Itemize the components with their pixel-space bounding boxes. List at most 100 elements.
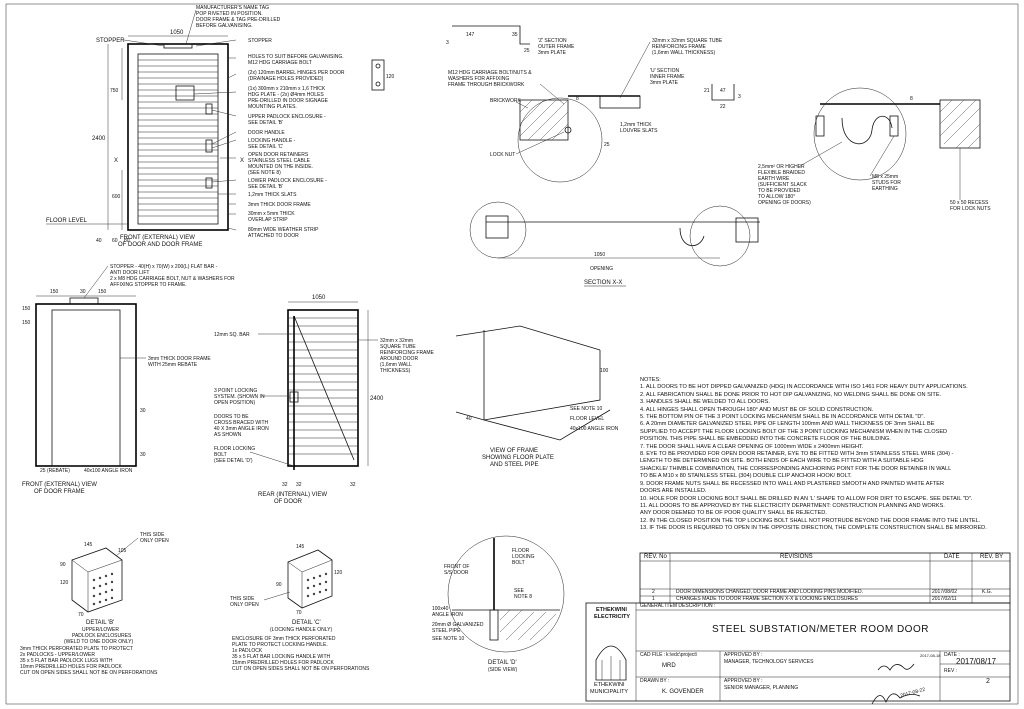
enclosure-c-top-1 (287, 561, 303, 573)
xx-callout-recess-2: FOR LOCK NUTS (950, 206, 991, 212)
brickwork-right-hatch (939, 99, 981, 149)
detail-d-label-front: FRONT OF (444, 564, 469, 570)
detail-d: FLOOR LOCKING BOLT FRONT OF S/S DOOR SEE… (432, 535, 565, 673)
rear-callout-bolt-1: FLOOR LOCKING (214, 446, 255, 452)
detail-c-dim-145: 145 (296, 544, 305, 550)
locking-system (289, 391, 299, 403)
dim-600-text: 600 (112, 194, 121, 200)
callout-retainers-3: MOUNTED ON THE INSIDE. (248, 164, 313, 170)
detail-b-note-3: 35 x 5 FLAT BAR PADLOCK LUGS WITH (20, 658, 113, 664)
opening-dim-text: 1050 (594, 252, 605, 258)
xx-callout-studs-3: EARTHING (872, 186, 898, 192)
rear-leader-3 (249, 451, 295, 467)
note-item: 10. HOLE FOR DOOR LOCKING BOLT SHALL BE … (640, 495, 973, 502)
dim-8-right: 8 (910, 96, 913, 102)
date-label: DATE : (944, 652, 960, 658)
z-title: 'Z' SECTION (538, 38, 567, 44)
frame-view-title-2: OF DOOR FRAME (34, 489, 85, 495)
front-view-door: 1050 2400 750 600 40 60 80 STOPPER FLOOR… (46, 9, 395, 248)
hinge-detail (371, 59, 385, 91)
general-notes: NOTES: 1. ALL DOORS TO BE HOT DIPPED GAL… (640, 377, 1010, 533)
drawn-by-label: DRAWN BY : (640, 678, 670, 684)
callout-weather-1: 80mm WIDE WEATHER STRIP (248, 227, 319, 233)
callout-holes-1: HOLES TO SUIT BEFORE GALVANISING. (248, 54, 344, 60)
notes-heading: NOTES: (640, 377, 661, 383)
rear-callout-brace-2: CROSS BRACED WITH (214, 420, 269, 426)
approved-1-stamp: 2017-08-18 (920, 653, 941, 658)
enclosure-c-perforations (306, 572, 328, 598)
drawing-title: STEEL SUBSTATION/METER ROOM DOOR (712, 624, 929, 635)
callout-hinges-1: (2x) 120mm BARREL HINGES PER DOOR (248, 70, 345, 76)
frame-label-2: WITH 25mm REBATE (148, 362, 198, 368)
enclosure-c-box (287, 549, 333, 609)
xx-callout-slats-1: 1,2mm THICK (620, 122, 652, 128)
detail-b-dim-120: 120 (60, 580, 69, 586)
callout-plate-1: (1x) 300mm x 210mm x 1,6 THICK (248, 86, 326, 92)
frame-callout-leader (83, 265, 109, 299)
note-item: TO BE A M10 x 80 STAINLESS STEEL (304) D… (640, 473, 852, 480)
detail-c-side-leader (263, 591, 291, 601)
detail-d-label-pipe-2: STEEL PIPE (432, 628, 461, 634)
xx-callout-bolt-1: M12 HDG CARRIAGE BOLT/NUTS & (448, 70, 532, 76)
note-item: DOORS ARE INSTALLED. (640, 488, 707, 495)
dim-80-text: 80 (124, 238, 130, 244)
detail-b-title: DETAIL 'B' (86, 620, 114, 626)
note-item: 5. THE BOTTOM PIN OF THE 3 POINT LOCKING… (640, 414, 925, 421)
floor-level-label: FLOOR LEVEL (46, 218, 88, 224)
frame-plate-label-2: FLOOR LEVEL (570, 416, 604, 422)
callout-lower-padlock-2: SEE DETAIL 'B' (248, 184, 283, 190)
detail-c-note-5: 15mm PREDRILLED HOLES FOR PADLOCK (232, 660, 335, 666)
note-item: 13. IF THE DOOR IS REQUIRED TO OPEN IN T… (640, 525, 987, 532)
note-item: SHACKLE/ THIMBLE COMBINATION, THE CORRES… (640, 465, 952, 472)
rev-row-1-date: 2017/02/11 (932, 596, 957, 602)
lower-padlock-enclosure (205, 177, 213, 189)
detail-circle-bottom-left (469, 201, 527, 259)
rev-row-2-date: 2017/08/02 (932, 589, 958, 595)
frame-dim-150b: 150 (98, 289, 107, 295)
front-view-callouts: MANUFACTURER'S NAME TAG POP RIVETED IN P… (196, 5, 345, 239)
rear-door-outline (287, 309, 359, 467)
z-dim-3: 3 (446, 40, 449, 46)
detail-c-note-1: ENCLOSURE OF 3mm THICK PERFORATED (232, 636, 336, 642)
detail-c-sub-1: (LOCKING HANDLE ONLY) (270, 627, 332, 633)
frame-inner (51, 309, 121, 467)
xx-callout-recess-1: 50 x 50 RECESS (950, 200, 989, 206)
tube-left (599, 95, 641, 109)
xx-callout-brick: BRICKWORK (490, 98, 522, 104)
stopper-leader (123, 39, 165, 47)
rear-view-title-2: OF DOOR (274, 499, 303, 505)
u-dim-21: 21 (704, 88, 710, 94)
xx-callout-slats-2: LOUVRE SLATS (620, 128, 658, 134)
detail-b-note-1: 3mm THICK PERFORATED PLATE TO PROTECT (20, 646, 133, 652)
detail-c-note-2: PLATE TO PROTECT LOCKING HANDLE. (232, 642, 328, 648)
detail-c-note-4: 35 x 5 FLAT BAR LOCKING HANDLE WITH (232, 654, 331, 660)
detail-c-title: DETAIL 'C' (292, 620, 321, 626)
frame-plate-floor (455, 350, 601, 421)
xx-callout-earth-3: EARTH WIRE (758, 176, 790, 182)
detail-b-side-2: ONLY OPEN (140, 538, 169, 544)
brickwork-left (519, 99, 569, 141)
rear-callout-tube-2: SQUARE TUBE (380, 344, 416, 350)
callout-holes-2: M12 HDG CARRIAGE BOLT (248, 60, 312, 66)
rear-callout-tube-6: THICKNESS) (380, 368, 411, 374)
callout-upper-padlock-1: UPPER PADLOCK ENCLOSURE - (248, 114, 326, 120)
rear-view-door: 1050 2400 32 32 32 REAR (INTERNAL) VIEW … (214, 295, 435, 505)
note-item: 9. DOOR FRAME NUTS SHALL BE RECESSED INT… (640, 480, 945, 487)
frame-plate-label-3: 40x100 ANGLE IRON (570, 426, 619, 432)
cad-file-value: k:\edc\project\ (666, 652, 698, 658)
detail-d-floor-hatch (499, 609, 557, 641)
dim-height-text: 2400 (92, 136, 106, 142)
detail-d-label-door: S/S DOOR (444, 570, 469, 576)
detail-b-dim-145: 145 (84, 542, 93, 548)
approval-signature-1 (877, 663, 915, 671)
z-sub-2: 3mm PLATE (538, 50, 567, 56)
municipality-dome-logo (595, 645, 627, 681)
frame-plate-view: 40 100 SEE NOTE 10 FLOOR LEVEL 40x100 AN… (455, 325, 619, 468)
xx-callout-bolt-2: WASHERS FOR AFFIXING (448, 76, 509, 82)
note-item: 12. IN THE CLOSED POSITION THE TOP LOCKI… (640, 517, 981, 524)
general-item-label: GENERAL ITEM DESCRIPTION : (640, 603, 716, 609)
detail-c-note-6: CUT ON OPEN SIDES SHALL NOT BE ON PERFOR… (232, 666, 370, 672)
rear-callout-lock-2: SYSTEM. (SHOWN IN (214, 394, 265, 400)
lock-nut-left (564, 126, 572, 134)
callout-stopper: STOPPER (248, 38, 272, 44)
